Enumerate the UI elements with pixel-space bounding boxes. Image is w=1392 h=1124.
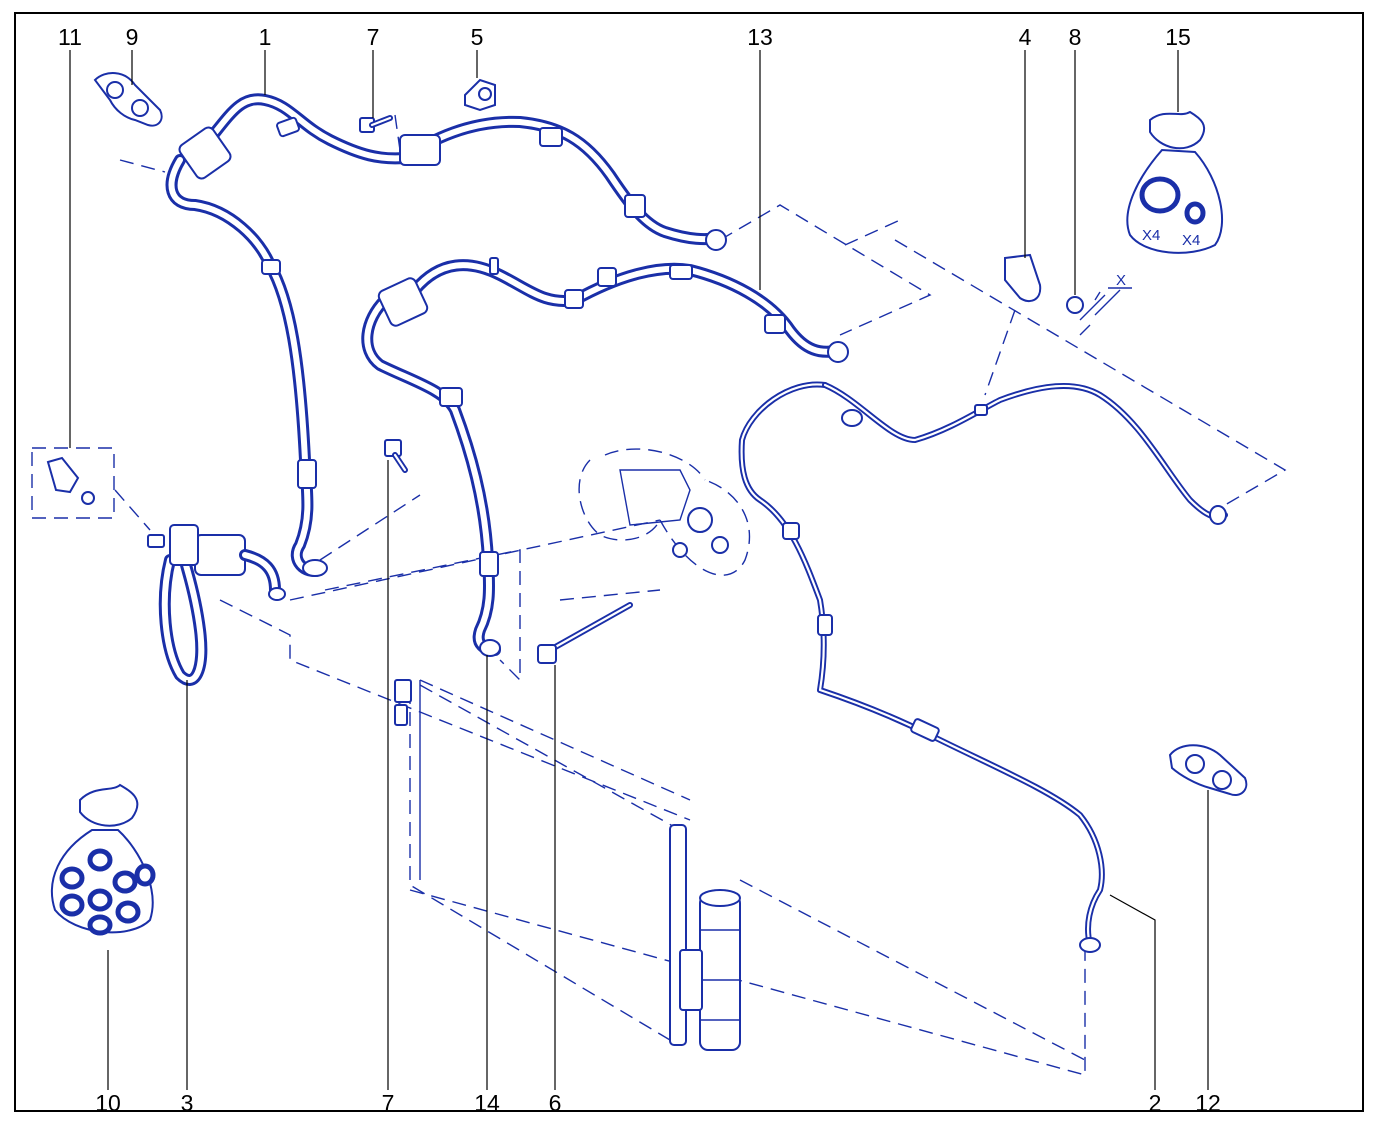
hose-part-3 bbox=[147, 524, 286, 686]
callout-7-top: 7 bbox=[366, 24, 380, 50]
callout-15: 15 bbox=[1165, 24, 1191, 50]
hose-part-1 bbox=[165, 93, 411, 577]
pressure-switch-part-11 bbox=[31, 447, 115, 519]
clamp-part-9 bbox=[93, 72, 163, 127]
diagram-frame bbox=[14, 12, 1364, 1112]
callout-4: 4 bbox=[1018, 24, 1032, 50]
nut-part-8: X bbox=[1066, 272, 1132, 336]
callout-1: 1 bbox=[258, 24, 272, 50]
callout-leader-lines bbox=[69, 50, 1209, 1090]
callout-13: 13 bbox=[747, 24, 773, 50]
qty-large-seal-label: X4 bbox=[1142, 227, 1160, 244]
seal-bag-part-15: X4 X4 bbox=[1126, 110, 1223, 254]
callout-6: 6 bbox=[548, 1090, 562, 1116]
compressor-sketch bbox=[578, 448, 751, 576]
oring-bag-part-10 bbox=[50, 783, 156, 936]
bolt-part-7-lower bbox=[384, 439, 408, 473]
condenser-assembly bbox=[394, 679, 741, 1051]
dimension-x-label: X bbox=[1116, 272, 1126, 289]
callout-10: 10 bbox=[95, 1090, 121, 1116]
callout-7-bottom: 7 bbox=[381, 1090, 395, 1116]
bracket-part-5 bbox=[464, 78, 496, 112]
callout-2: 2 bbox=[1148, 1090, 1162, 1116]
callout-11: 11 bbox=[58, 24, 82, 50]
callout-14: 14 bbox=[474, 1090, 500, 1116]
hose-part-14 bbox=[361, 257, 849, 657]
bolt-part-6 bbox=[537, 602, 633, 664]
callout-9: 9 bbox=[125, 24, 139, 50]
clip-part-4 bbox=[1004, 253, 1042, 303]
callout-3: 3 bbox=[180, 1090, 194, 1116]
assembly-guide-lines bbox=[114, 114, 1287, 1076]
clamp-part-12 bbox=[1168, 744, 1248, 796]
bolt-part-7-top bbox=[359, 115, 393, 133]
qty-small-seal-label: X4 bbox=[1182, 232, 1200, 249]
callout-5: 5 bbox=[470, 24, 484, 50]
callout-12: 12 bbox=[1195, 1090, 1221, 1116]
hose-part-13 bbox=[399, 115, 727, 251]
pipe-part-2 bbox=[738, 381, 1228, 953]
callout-8: 8 bbox=[1068, 24, 1082, 50]
